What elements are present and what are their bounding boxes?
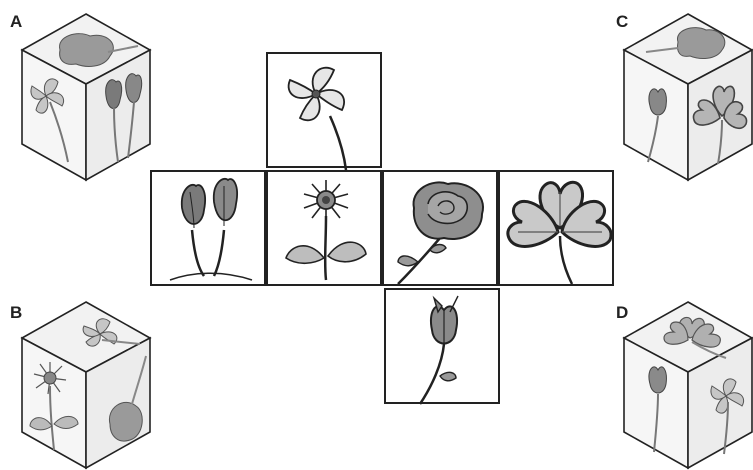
net-face-rose xyxy=(382,170,498,286)
net-face-pinwheel-flower xyxy=(266,52,382,168)
cube-option-d[interactable] xyxy=(622,300,753,470)
net-face-clover xyxy=(498,170,614,286)
net-face-daisy xyxy=(266,170,382,286)
cube-option-a[interactable] xyxy=(20,12,152,182)
net-face-tulip-pair xyxy=(150,170,266,286)
cube-option-c[interactable] xyxy=(622,12,753,182)
cube-option-b[interactable] xyxy=(20,300,152,470)
net-face-single-tulip xyxy=(384,288,500,404)
